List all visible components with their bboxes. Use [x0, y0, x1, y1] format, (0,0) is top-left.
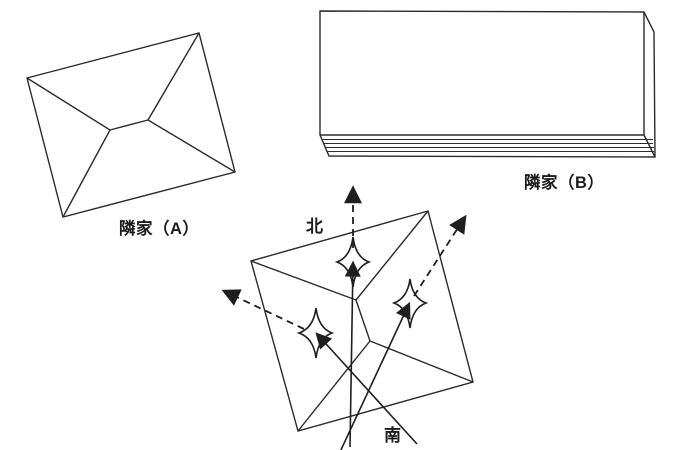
reflection-arrow-northeast [413, 214, 467, 297]
sun-ray-to-right-sparkle [340, 301, 411, 450]
north-label: 北 [306, 217, 323, 236]
house-a-label: 隣家（A） [119, 220, 200, 238]
house-b-building [319, 10, 656, 158]
south-label: 南 [384, 426, 401, 445]
house-b-label: 隣家（B） [524, 174, 605, 192]
house-a-roof [26, 32, 236, 218]
sun-ray-to-top-sparkle [344, 260, 361, 448]
subject-house-roof [250, 210, 474, 432]
sun-ray-to-left-sparkle [315, 332, 418, 445]
house-b-base-stripes [322, 138, 654, 153]
sparkle-icons [296, 236, 429, 359]
reflection-arrows [221, 185, 467, 330]
sparkle-icon-left [296, 307, 335, 359]
reflection-arrow-west [221, 289, 305, 330]
sun-rays [315, 260, 418, 450]
